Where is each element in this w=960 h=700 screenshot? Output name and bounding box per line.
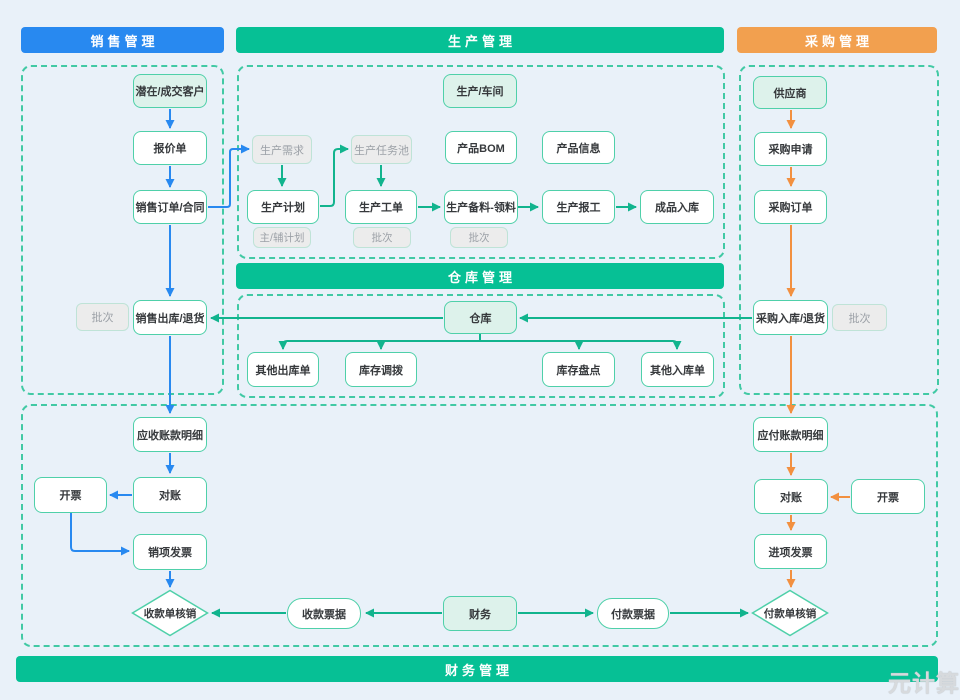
node-ar-detail[interactable]: 应收账款明细 [133, 417, 207, 452]
node-product-info[interactable]: 产品信息 [542, 131, 615, 164]
node-prod-report[interactable]: 生产报工 [542, 190, 615, 224]
node-other-outbound[interactable]: 其他出库单 [247, 352, 319, 387]
warehouse-group-container [237, 294, 725, 398]
node-customer[interactable]: 潜在/成交客户 [133, 74, 207, 108]
node-other-inbound[interactable]: 其他入库单 [641, 352, 714, 387]
node-purchase-inbound[interactable]: 采购入库/退货 [753, 300, 828, 335]
diamond-shape [131, 589, 209, 637]
node-batch-material[interactable]: 批次 [450, 227, 508, 248]
node-sales-order[interactable]: 销售订单/合同 [133, 190, 207, 224]
node-sales-outbound[interactable]: 销售出库/退货 [133, 300, 207, 335]
node-invoice-ap[interactable]: 开票 [851, 479, 925, 514]
node-payment-writeoff[interactable]: 付款单核销 [751, 589, 829, 637]
sales-group-container [21, 65, 224, 395]
node-product-bom[interactable]: 产品BOM [445, 131, 517, 164]
node-batch-sales[interactable]: 批次 [76, 303, 129, 331]
watermark-logo: 元计算 [888, 670, 960, 696]
node-prod-demand[interactable]: 生产需求 [252, 135, 312, 164]
node-invoice-ar[interactable]: 开票 [34, 477, 107, 513]
node-batch-purchase[interactable]: 批次 [832, 304, 887, 331]
finance-group-container [21, 404, 938, 647]
node-sales-invoice[interactable]: 销项发票 [133, 534, 207, 570]
node-reconcile-ap[interactable]: 对账 [754, 479, 828, 514]
diamond-shape [751, 589, 829, 637]
node-supplier[interactable]: 供应商 [753, 76, 827, 109]
node-prod-workorder[interactable]: 生产工单 [345, 190, 417, 224]
diamond-label: 收款单核销 [143, 607, 197, 620]
node-finance-hub[interactable]: 财务 [443, 596, 517, 631]
node-stock-transfer[interactable]: 库存调拨 [345, 352, 417, 387]
purchase-group-container [739, 65, 939, 395]
node-workshop[interactable]: 生产/车间 [443, 74, 517, 108]
node-quote[interactable]: 报价单 [133, 131, 207, 165]
node-prod-plan[interactable]: 生产计划 [247, 190, 319, 224]
node-reconcile-ar[interactable]: 对账 [133, 477, 207, 513]
node-stock-check[interactable]: 库存盘点 [542, 352, 615, 387]
header-purchase-management[interactable]: 采购管理 [737, 27, 937, 53]
node-purchase-request[interactable]: 采购申请 [754, 132, 827, 166]
node-main-aux-plan[interactable]: 主/辅计划 [253, 227, 311, 248]
node-prod-task-pool[interactable]: 生产任务池 [351, 135, 412, 164]
production-group-container [237, 65, 725, 259]
node-prod-material[interactable]: 生产备料-领料 [444, 190, 518, 224]
header-production-management[interactable]: 生产管理 [236, 27, 724, 53]
header-sales-management[interactable]: 销售管理 [21, 27, 224, 53]
node-warehouse-hub[interactable]: 仓库 [444, 301, 517, 334]
node-ap-detail[interactable]: 应付账款明细 [753, 417, 828, 452]
header-finance-management[interactable]: 财务管理 [16, 656, 938, 682]
node-batch-workorder[interactable]: 批次 [353, 227, 411, 248]
node-receipt-writeoff[interactable]: 收款单核销 [131, 589, 209, 637]
node-payment-bill[interactable]: 付款票据 [597, 598, 669, 629]
node-receipt-bill[interactable]: 收款票据 [287, 598, 361, 629]
node-purchase-order[interactable]: 采购订单 [754, 190, 827, 224]
node-purchase-invoice[interactable]: 进项发票 [754, 534, 827, 569]
header-warehouse-management[interactable]: 仓库管理 [236, 263, 724, 289]
diamond-label: 付款单核销 [763, 607, 817, 620]
node-finished-inbound[interactable]: 成品入库 [640, 190, 714, 224]
